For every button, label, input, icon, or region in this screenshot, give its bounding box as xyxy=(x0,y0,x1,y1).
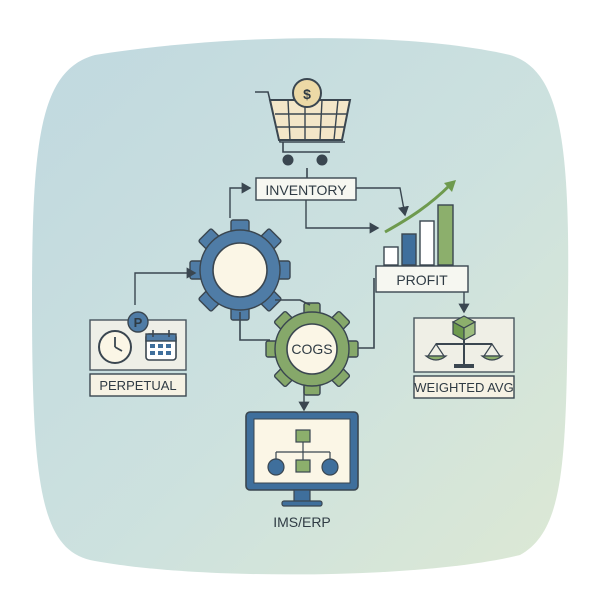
profit-label: PROFIT xyxy=(396,272,448,288)
connector-gear-to-cogs xyxy=(239,312,270,341)
arrow-inventory-loop xyxy=(229,182,252,218)
background-panel xyxy=(32,38,569,575)
parking-symbol: P xyxy=(134,315,143,330)
ims-erp-label: IMS/ERP xyxy=(273,514,331,530)
trend-arrow-icon xyxy=(384,180,456,234)
connector-cogs-to-profit xyxy=(352,278,375,349)
parking-icon: P xyxy=(127,311,149,333)
arrow-inventory-to-profit xyxy=(305,200,380,234)
perpetual-label: PERPETUAL xyxy=(99,378,176,393)
balance-scale-icon xyxy=(424,340,504,368)
dollar-coin-icon: $ xyxy=(292,78,322,108)
arrow-perpetual-to-gear xyxy=(134,267,197,305)
shopping-cart-icon xyxy=(255,91,352,166)
cogs-gear-icon xyxy=(265,302,359,396)
calendar-icon xyxy=(145,330,177,361)
network-diagram-icon xyxy=(267,429,339,476)
blue-gear-icon xyxy=(189,219,291,321)
clock-icon xyxy=(98,330,132,364)
bar-chart-icon xyxy=(383,204,454,266)
package-box-icon xyxy=(451,315,477,342)
cogs-label: COGS xyxy=(291,341,332,357)
arrow-inventory-to-chart xyxy=(356,187,409,217)
weighted-avg-label: WEIGHTED AVG xyxy=(414,380,513,395)
profit-node: PROFIT xyxy=(375,265,469,293)
inventory-label: INVENTORY xyxy=(265,182,347,198)
dollar-symbol: $ xyxy=(303,86,311,102)
connector-gear-top xyxy=(275,299,311,306)
inventory-node: INVENTORY xyxy=(255,177,357,201)
